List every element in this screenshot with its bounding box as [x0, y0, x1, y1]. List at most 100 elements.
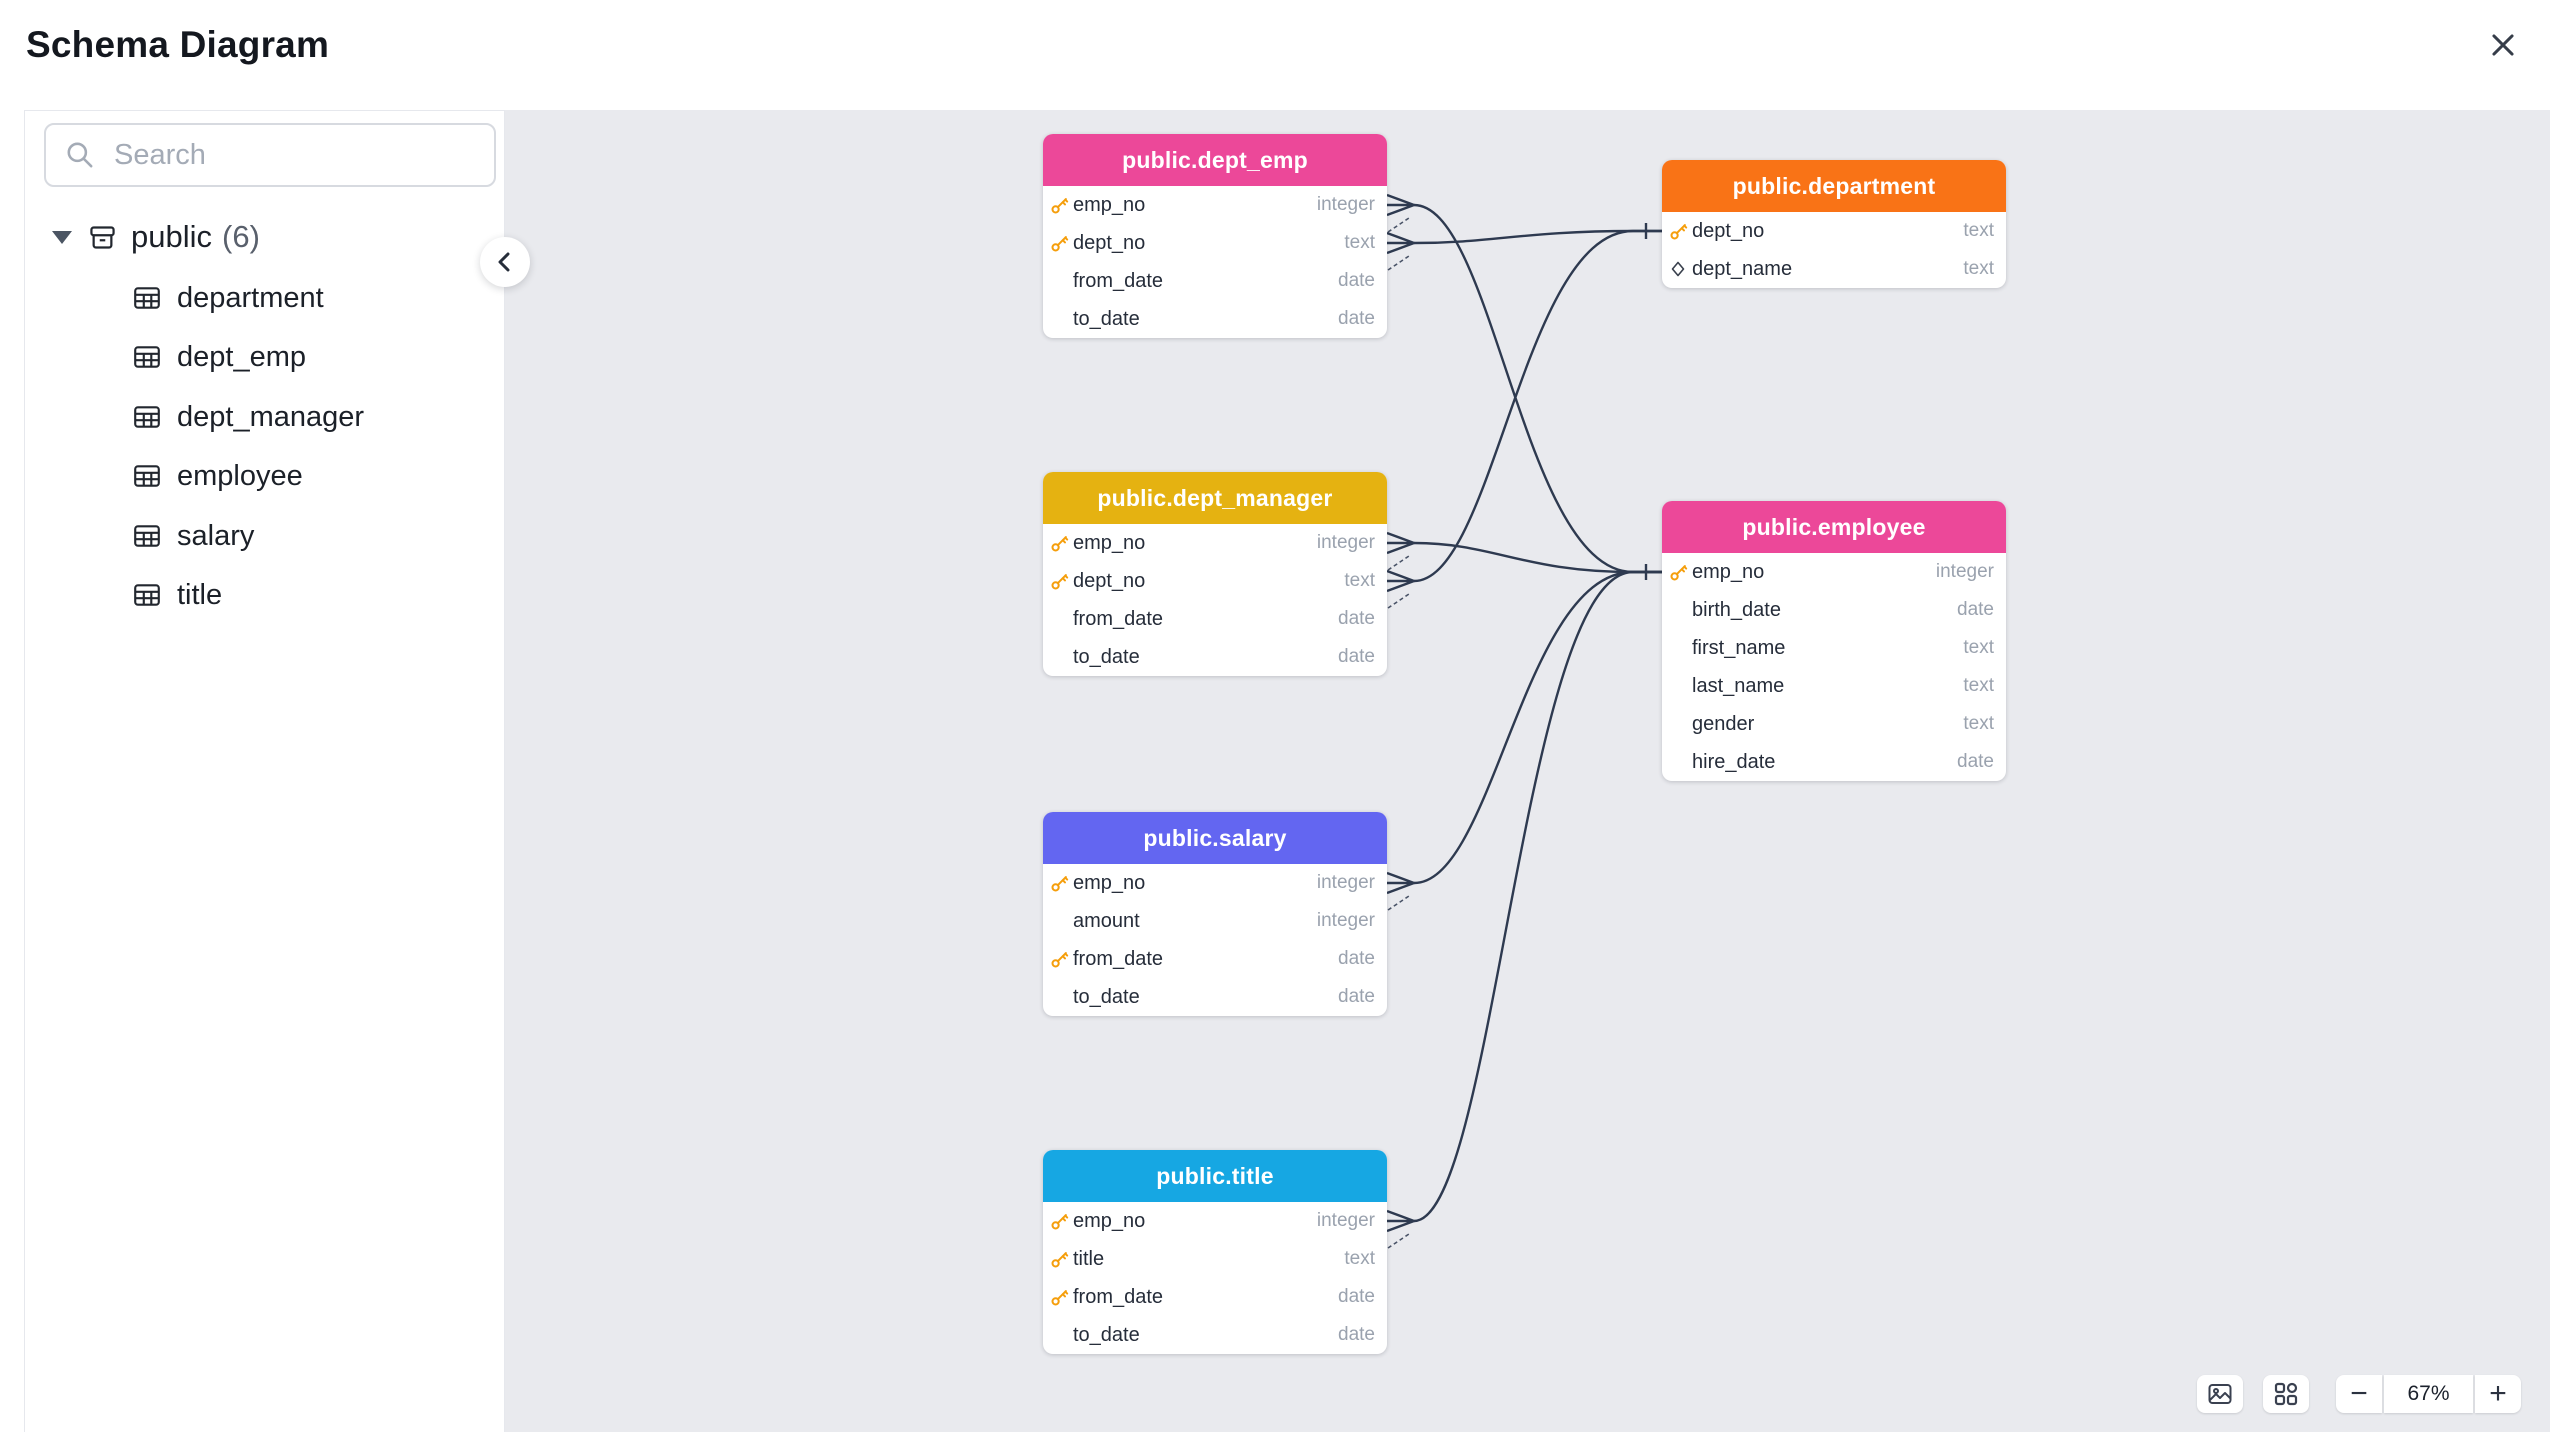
edge-marker	[1387, 555, 1410, 571]
field-name: dept_no	[1073, 231, 1146, 254]
field-type: date	[1338, 608, 1375, 629]
sidebar-item-title[interactable]: title	[25, 571, 502, 619]
search-icon	[64, 139, 96, 171]
table-node-dept_manager[interactable]: public.dept_manager emp_no integer	[1043, 472, 1387, 676]
field-row: title text	[1043, 1240, 1387, 1278]
close-button[interactable]	[2480, 22, 2526, 68]
field-type: date	[1338, 986, 1375, 1007]
relationship-edge	[1386, 569, 1418, 593]
table-node-header[interactable]: public.title	[1043, 1150, 1387, 1202]
field-row: to_date date	[1043, 978, 1387, 1016]
field-type: date	[1338, 1324, 1375, 1345]
search-input[interactable]	[112, 137, 494, 173]
field-row: to_date date	[1043, 1316, 1387, 1354]
field-type: date	[1957, 751, 1994, 772]
table-icon	[132, 283, 162, 313]
table-node-header[interactable]: public.salary	[1043, 812, 1387, 864]
chevron-left-icon	[493, 250, 517, 274]
field-row: gender text	[1662, 705, 2006, 743]
sidebar-item-dept_emp[interactable]: dept_emp	[25, 333, 502, 381]
field-row: dept_name text	[1662, 250, 2006, 288]
field-name: from_date	[1073, 269, 1164, 292]
grid-icon	[2272, 1380, 2300, 1408]
plus-icon: +	[2489, 1377, 2507, 1410]
table-name: salary	[177, 519, 255, 552]
table-node-salary[interactable]: public.salary emp_no integer	[1043, 812, 1387, 1016]
table-node-header[interactable]: public.department	[1662, 160, 2006, 212]
field-name: emp_no	[1073, 1209, 1146, 1232]
table-node-title: public.dept_manager	[1097, 484, 1333, 511]
field-type: text	[1963, 637, 1994, 658]
diagram-canvas[interactable]: public.dept_emp emp_no integer	[505, 110, 2550, 1432]
field-name: dept_no	[1692, 219, 1765, 242]
relationship-edge[interactable]	[1413, 229, 1662, 583]
relationship-edges-layer	[1386, 193, 1662, 1249]
sidebar-item-department[interactable]: department	[25, 274, 502, 322]
table-node-fields: emp_no integer title text	[1043, 1202, 1387, 1354]
zoom-out-button[interactable]: −	[2336, 1375, 2382, 1413]
field-type: text	[1344, 1248, 1375, 1269]
relationship-edge[interactable]	[1413, 570, 1662, 1223]
table-node-fields: emp_no integer dept_no text	[1043, 524, 1387, 676]
sidebar-item-employee[interactable]: employee	[25, 452, 502, 500]
field-name: amount	[1073, 909, 1140, 932]
field-row: amount integer	[1043, 902, 1387, 940]
sidebar-collapse-button[interactable]	[480, 237, 530, 287]
field-type: date	[1338, 1286, 1375, 1307]
field-type: integer	[1316, 532, 1375, 553]
field-row: last_name text	[1662, 667, 2006, 705]
table-node-header[interactable]: public.dept_manager	[1043, 472, 1387, 524]
sidebar-item-salary[interactable]: salary	[25, 512, 502, 560]
field-type: integer	[1316, 872, 1375, 893]
expander-triangle-icon[interactable]	[52, 230, 72, 244]
edge-marker	[1387, 217, 1410, 233]
zoom-level-label: 67%	[2384, 1375, 2473, 1413]
field-row: from_date date	[1043, 1278, 1387, 1316]
primary-key-icon	[1050, 233, 1070, 253]
relationship-edge[interactable]	[1413, 203, 1662, 574]
primary-key-icon	[1050, 1287, 1070, 1307]
field-type: date	[1957, 599, 1994, 620]
table-node-employee[interactable]: public.employee emp_no integer	[1662, 501, 2006, 781]
field-type: text	[1963, 258, 1994, 279]
schema-tree: public (6) department dept_emp	[25, 111, 504, 1432]
relationship-edge	[1386, 231, 1418, 255]
table-name: dept_manager	[177, 400, 365, 433]
relationship-edge[interactable]	[1413, 229, 1662, 245]
table-node-header[interactable]: public.dept_emp	[1043, 134, 1387, 186]
field-row: dept_no text	[1662, 212, 2006, 250]
relationship-edge[interactable]	[1413, 570, 1662, 885]
table-node-fields: emp_no integer birth_date date	[1662, 553, 2006, 781]
table-node-fields: emp_no integer dept_no text	[1043, 186, 1387, 338]
auto-layout-button[interactable]	[2263, 1375, 2309, 1413]
table-node-title[interactable]: public.title emp_no integer	[1043, 1150, 1387, 1354]
field-type: date	[1338, 646, 1375, 667]
table-name: dept_emp	[177, 340, 306, 373]
export-image-button[interactable]	[2197, 1375, 2243, 1413]
zoom-in-button[interactable]: +	[2475, 1375, 2521, 1413]
field-name: emp_no	[1692, 560, 1765, 583]
sidebar-item-dept_manager[interactable]: dept_manager	[25, 393, 502, 441]
field-name: emp_no	[1073, 871, 1146, 894]
relationship-edge[interactable]	[1413, 541, 1662, 574]
table-node-department[interactable]: public.department dept_no text	[1662, 160, 2006, 288]
field-type: date	[1338, 270, 1375, 291]
table-icon	[132, 580, 162, 610]
primary-key-icon	[1050, 571, 1070, 591]
table-name: department	[177, 281, 324, 314]
sidebar-item-public[interactable]: public (6)	[25, 213, 502, 261]
field-row: emp_no integer	[1043, 1202, 1387, 1240]
field-name: emp_no	[1073, 531, 1146, 554]
field-row: to_date date	[1043, 300, 1387, 338]
image-icon	[2206, 1380, 2234, 1408]
field-type: text	[1963, 713, 1994, 734]
field-type: integer	[1316, 1210, 1375, 1231]
field-name: title	[1073, 1247, 1105, 1270]
table-node-header[interactable]: public.employee	[1662, 501, 2006, 553]
field-name: birth_date	[1692, 598, 1781, 621]
edge-marker	[1387, 593, 1410, 609]
relationship-edge	[1386, 193, 1418, 217]
field-row: birth_date date	[1662, 591, 2006, 629]
table-node-dept_emp[interactable]: public.dept_emp emp_no integer	[1043, 134, 1387, 338]
field-name: emp_no	[1073, 193, 1146, 216]
